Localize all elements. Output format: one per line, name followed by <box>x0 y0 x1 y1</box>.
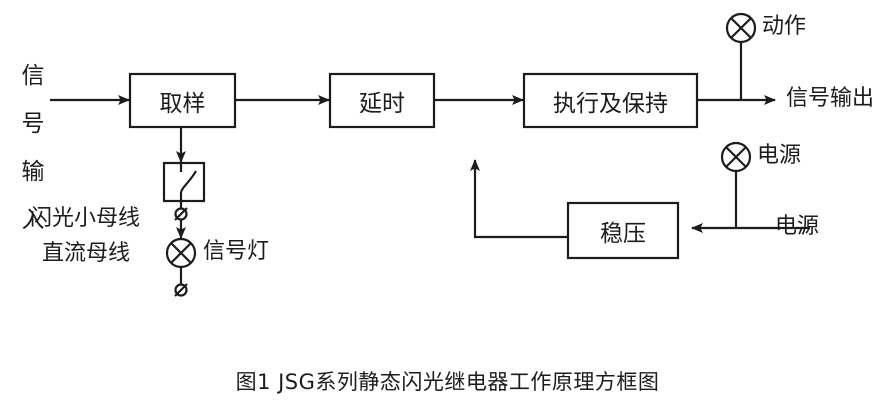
signal-input-char-1: 信 <box>21 63 45 89</box>
lamp-power-x2 <box>725 146 747 168</box>
relay-contact-icon <box>179 163 197 201</box>
signal-input-char-2: 号 <box>21 111 45 137</box>
lamp-action-x2 <box>730 17 752 39</box>
signal-input-label: 信 号 输 入 <box>17 52 49 244</box>
dc-bus-label: 直流母线 <box>42 241 131 266</box>
conn-regulator-to-execute <box>470 159 568 239</box>
action-lamp-label: 动作 <box>762 14 807 39</box>
signal-input-char-3: 输 <box>21 159 45 185</box>
lamp-action-icon <box>725 12 757 44</box>
terminal-bottom-icon <box>174 283 188 297</box>
terminal-bottom-slash <box>174 283 188 297</box>
terminal-top-icon <box>174 207 188 221</box>
relay-contact-box <box>162 161 206 203</box>
block-regulator-rect <box>566 201 680 260</box>
lamp-power-icon <box>720 141 752 173</box>
power-lamp-label: 电源 <box>757 143 802 168</box>
terminal-top-slash <box>174 207 188 221</box>
block-execute-rect <box>522 72 699 129</box>
flash-small-bus-label: 闪光小母线 <box>30 206 141 231</box>
block-regulator-label: 稳压 <box>600 220 646 247</box>
power-source-label: 电源 <box>775 214 820 239</box>
figure-caption: 图1 JSG系列静态闪光继电器工作原理方框图 <box>235 370 660 394</box>
signal-lamp-label: 信号灯 <box>203 239 270 264</box>
block-execute-label: 执行及保持 <box>553 90 668 117</box>
block-delay-rect <box>328 72 436 129</box>
signal-input-char-4: 入 <box>21 207 45 233</box>
signal-output-label: 信号输出 <box>786 86 875 111</box>
lamp-signal-x2 <box>170 242 192 264</box>
block-delay-label: 延时 <box>359 90 405 117</box>
block-sampling-label: 取样 <box>159 90 206 117</box>
block-sampling-rect <box>128 72 237 129</box>
